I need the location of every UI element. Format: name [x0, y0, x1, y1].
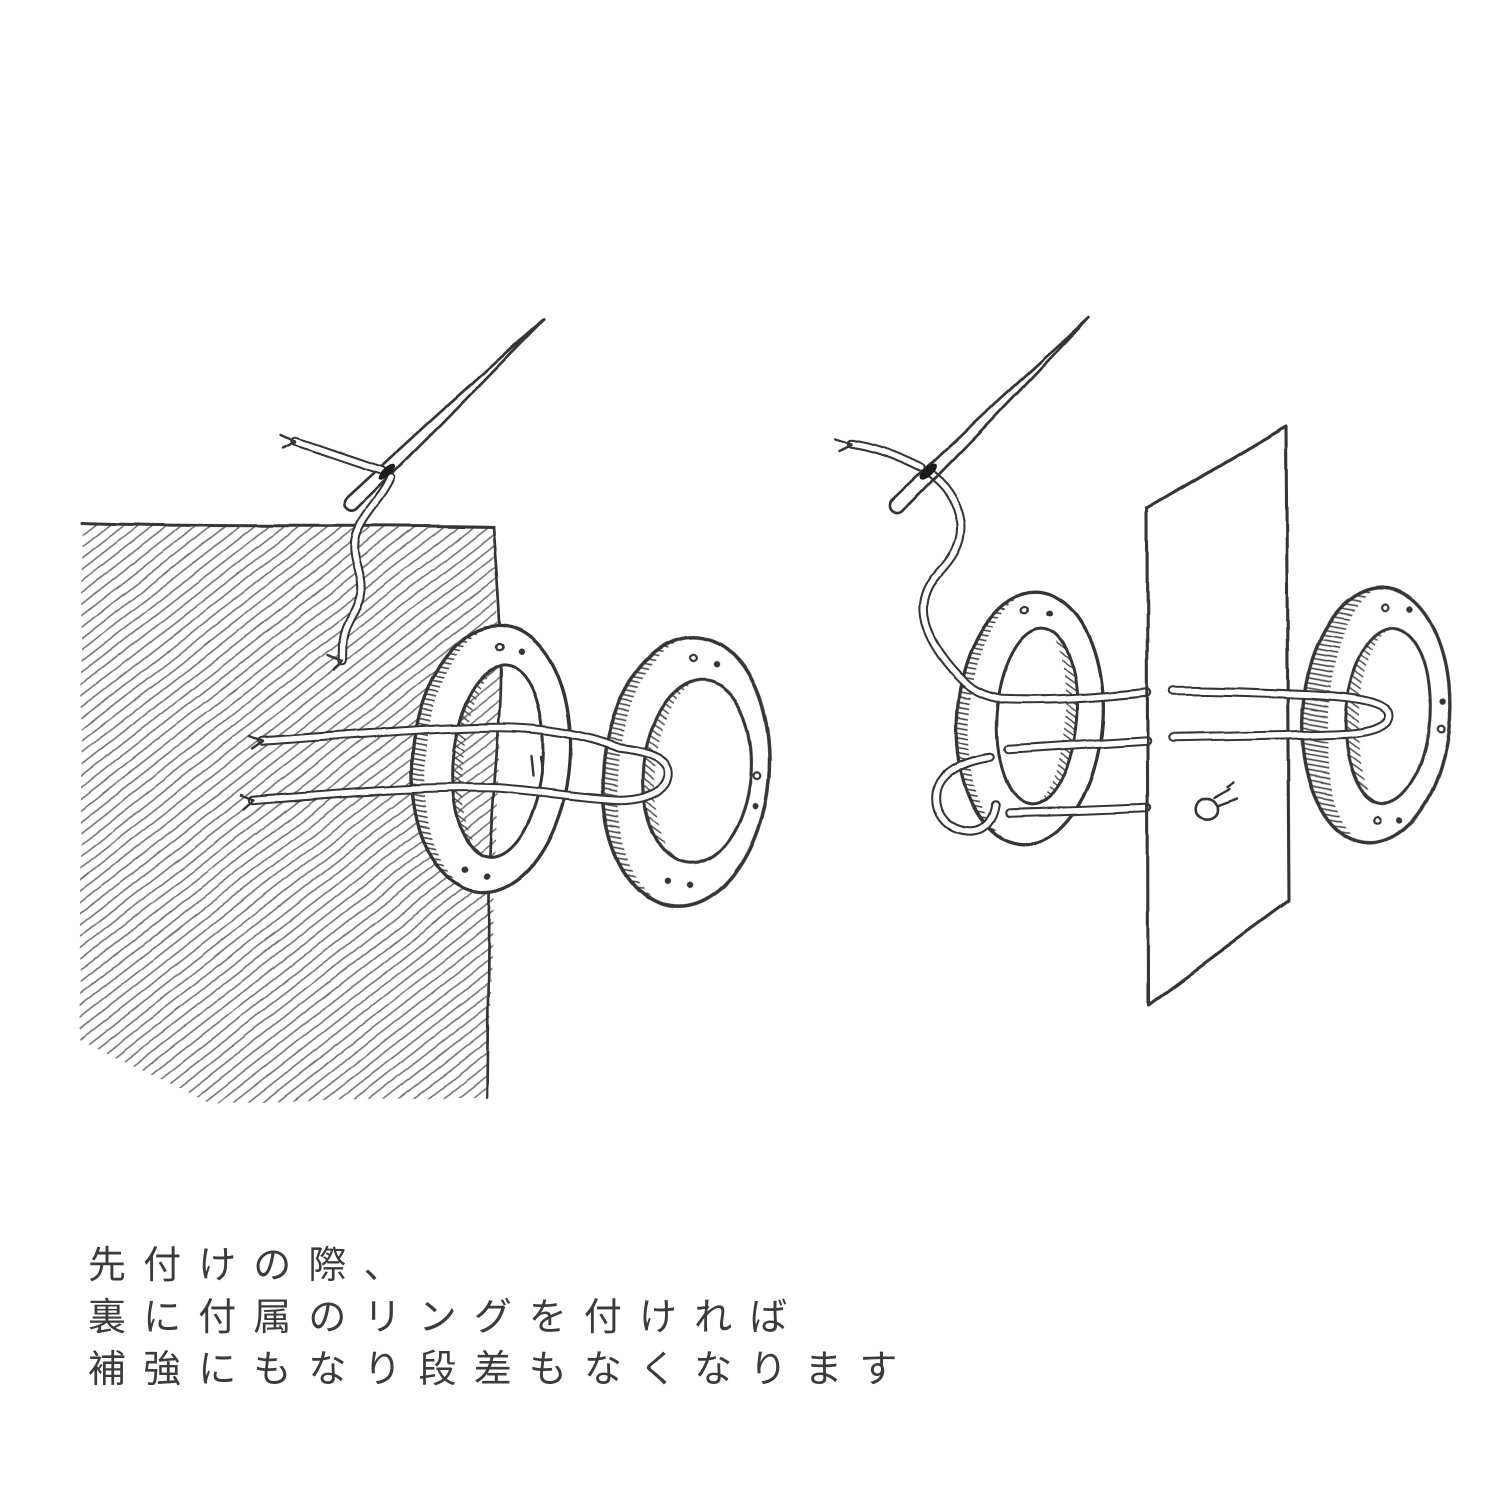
thread-shadow-marks: [529, 754, 544, 778]
needle-eye: [378, 463, 396, 481]
threads-right-of-sheet: [1168, 686, 1394, 743]
back-ring-icon: [954, 589, 1106, 847]
thread-knot: [1193, 781, 1239, 821]
thread-fray: [833, 437, 853, 453]
needle-body: [889, 316, 1090, 514]
rim-hole: [713, 661, 720, 668]
fabric-top-edge: [80, 521, 495, 529]
threads-left-of-sheet: [918, 467, 1152, 818]
rim-hole: [462, 866, 469, 874]
ring-hole-bevel-hatch: [452, 665, 507, 858]
ring-face: [956, 591, 1104, 845]
thread-fray: [239, 793, 256, 811]
ring-outer-outline: [1299, 585, 1453, 845]
front-ring-icon: [1299, 585, 1453, 845]
rim-hole: [1436, 725, 1446, 735]
needle-thread: [278, 433, 396, 672]
rim-hole: [1396, 816, 1403, 824]
fabric-right-edge: [485, 525, 502, 1099]
rim-hole: [1439, 698, 1447, 705]
right-illustration: [833, 316, 1453, 1007]
back-ring-icon: [409, 623, 573, 895]
thread-fray: [247, 735, 265, 751]
caption-line-1: 先付けの際、: [88, 1245, 419, 1287]
caption-line-2: 裏に付属のリングを付ければ: [88, 1297, 805, 1339]
rim-hole: [664, 878, 671, 885]
ring-hole-outline: [1344, 626, 1432, 806]
caption-line-3: 補強にもなり段差もなくなります: [88, 1349, 915, 1391]
needle-icon: [343, 317, 546, 512]
fabric-hatch: [80, 523, 501, 1103]
ring-rim-hatch: [1301, 587, 1385, 843]
needle-eye: [919, 463, 937, 481]
ring-hole-outline: [995, 627, 1079, 806]
rim-hole: [1021, 604, 1031, 614]
rim-hole: [752, 802, 759, 810]
ring-face: [602, 637, 770, 907]
needle-icon: [889, 316, 1090, 514]
ring-outer-outline: [600, 635, 772, 909]
ring-hole-bevel-hatch: [1030, 628, 1078, 805]
rim-hole: [688, 653, 698, 663]
fabric-block: [80, 521, 502, 1103]
rim-hole: [1407, 605, 1414, 613]
ring-outer-outline: [409, 623, 573, 895]
ring-rim-hatch: [411, 625, 503, 893]
needle-body: [343, 317, 546, 512]
stitch-thread: [239, 722, 674, 811]
left-illustration: [80, 317, 772, 1103]
ring-rim-hatch: [956, 591, 1039, 845]
rim-hole: [1047, 609, 1054, 617]
caption: 先付けの際、 裏に付属のリングを付ければ 補強にもなり段差もなくなります: [88, 1240, 915, 1396]
rim-hole: [686, 882, 694, 889]
thread-wrap-loop: [931, 752, 1000, 836]
thread-fray: [278, 433, 297, 450]
rim-hole: [1373, 815, 1383, 825]
front-ring-icon: [600, 635, 772, 909]
ring-hole-outline: [641, 678, 753, 866]
rim-hole: [518, 649, 525, 656]
fabric-sheet: [1145, 424, 1291, 1007]
needle-thread: [833, 437, 937, 481]
ring-face: [411, 625, 571, 893]
ring-rim-hatch: [602, 637, 698, 907]
rim-hole: [483, 872, 490, 880]
rim-hole: [495, 642, 505, 652]
ring-hole-bevel-hatch: [1345, 628, 1395, 804]
thread-fray: [326, 653, 344, 672]
rim-hole: [1381, 602, 1391, 612]
ring-hole-bevel-hatch: [642, 680, 706, 864]
ring-outer-outline: [954, 589, 1106, 847]
rim-hole: [752, 771, 762, 781]
ring-face: [1301, 587, 1451, 843]
